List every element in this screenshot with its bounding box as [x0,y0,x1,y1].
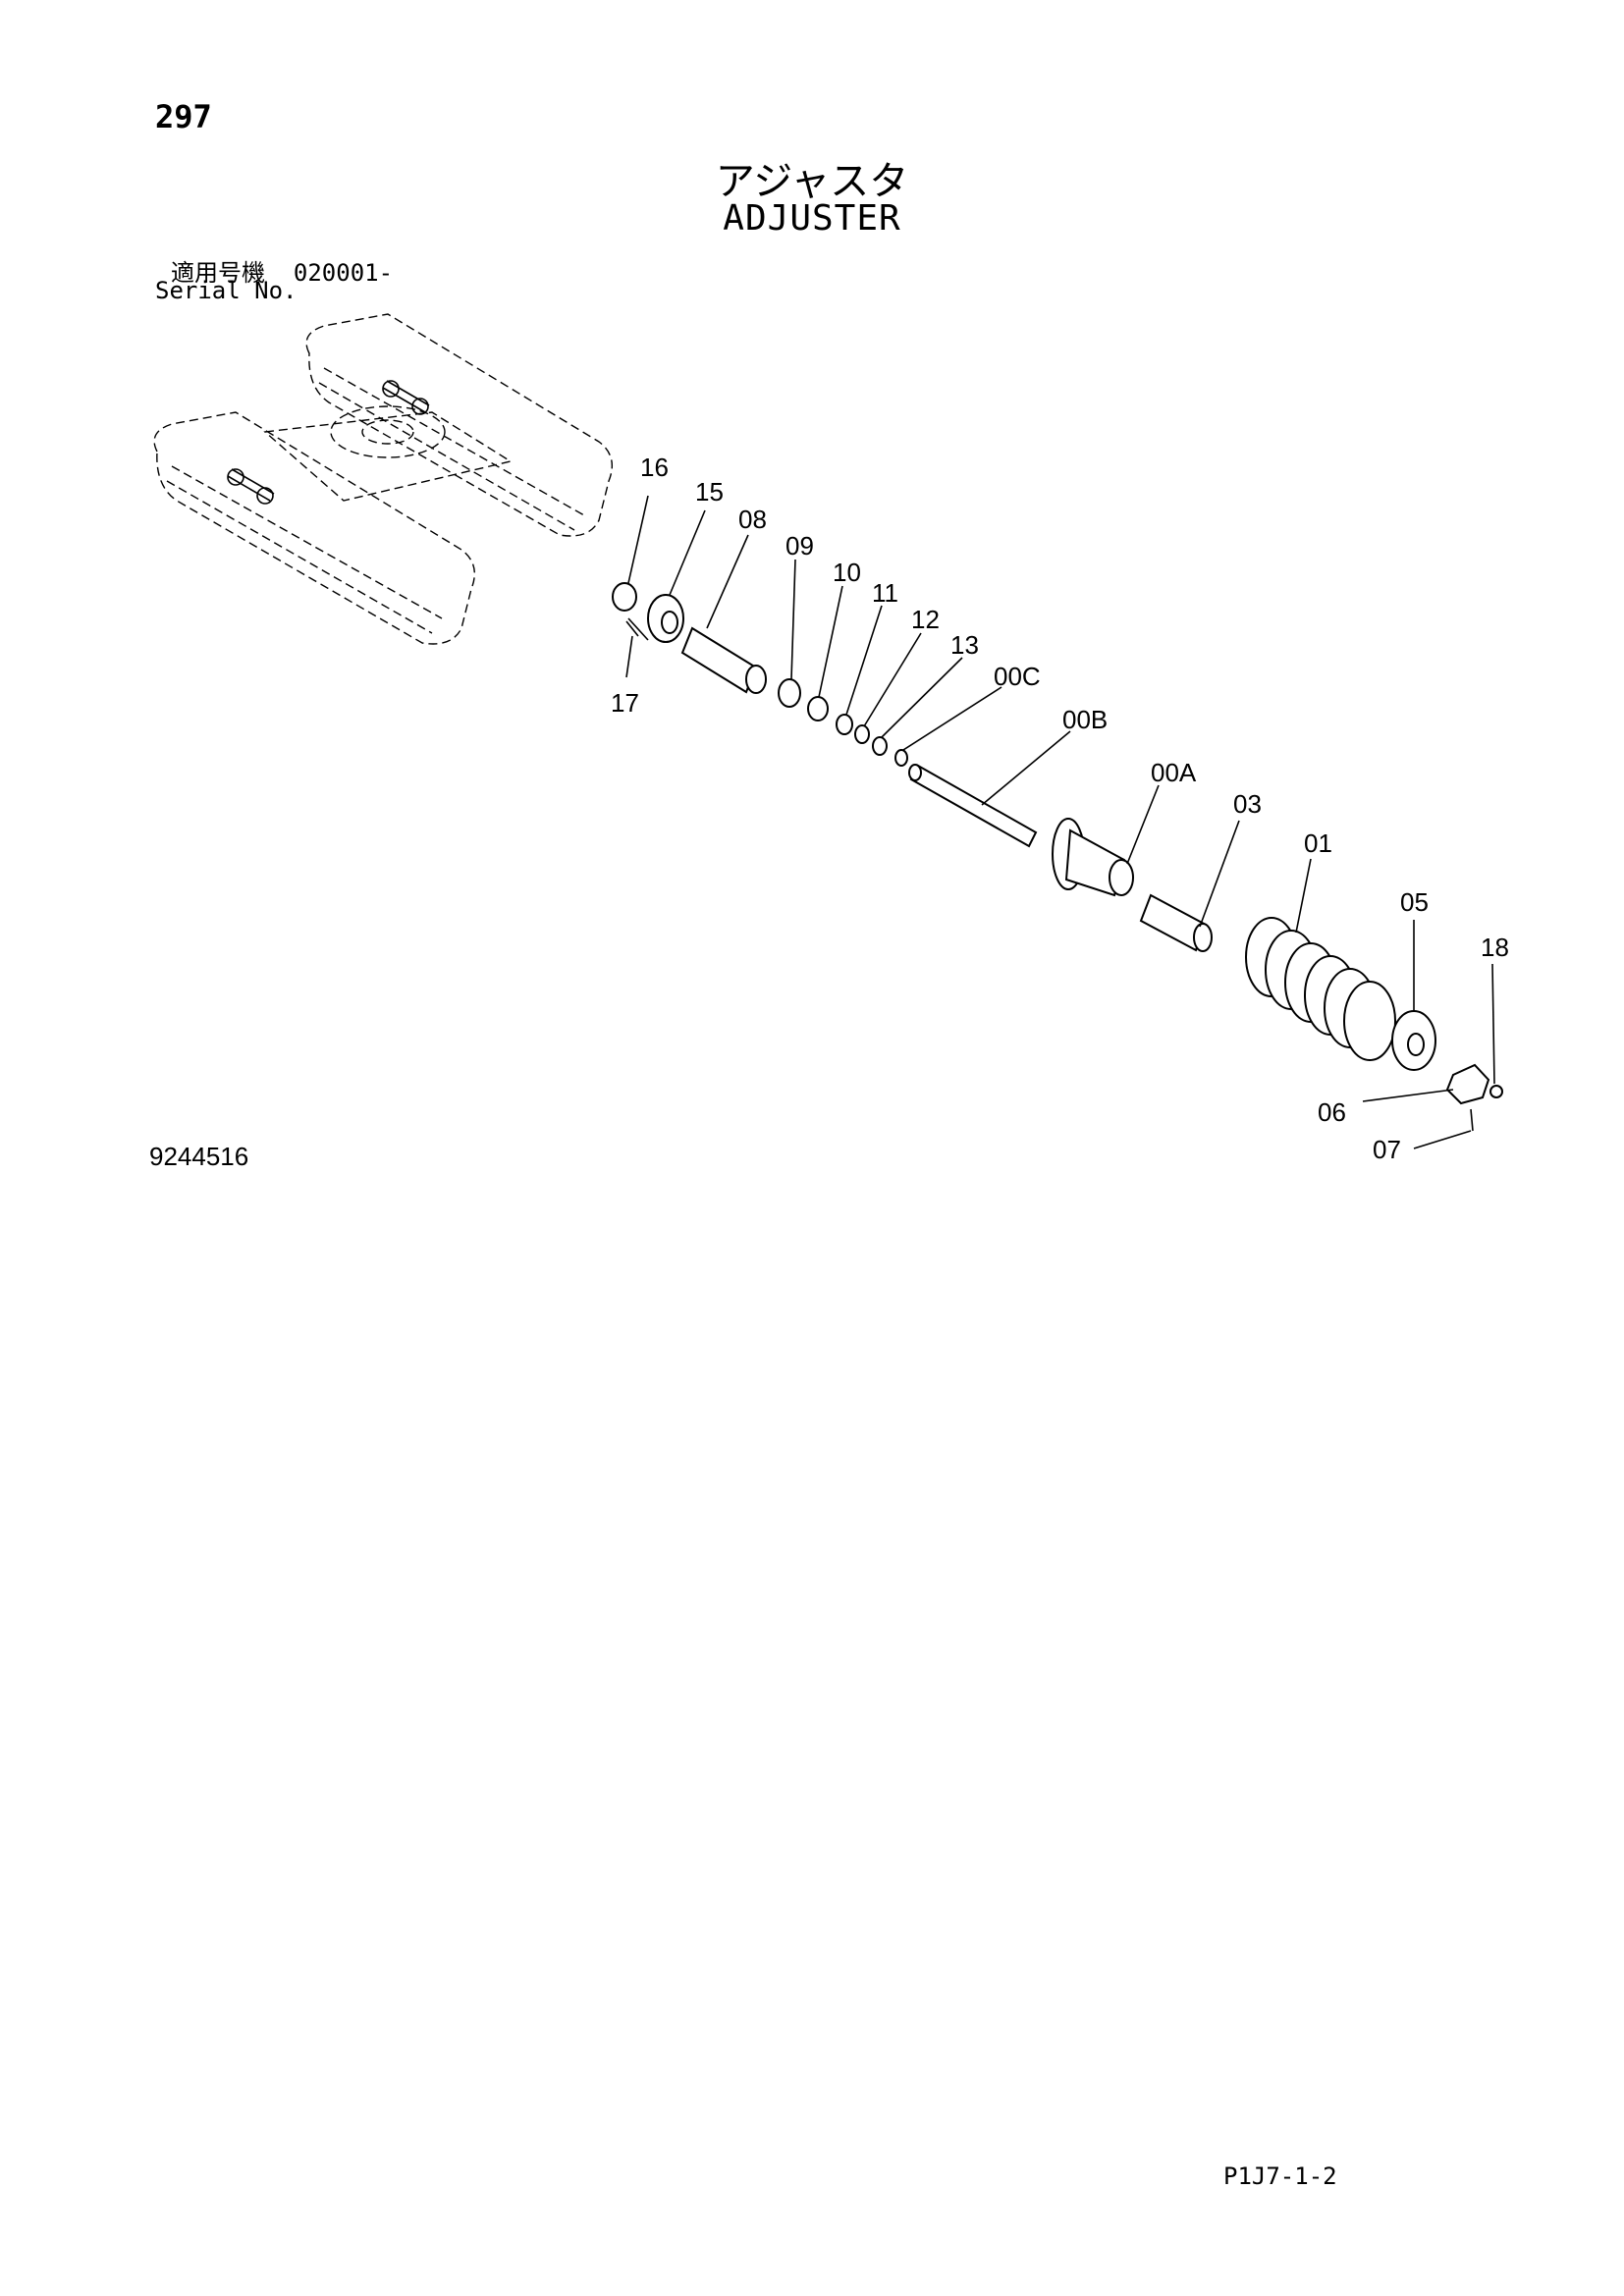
part-06-nut [1445,1063,1490,1105]
part-16-ring [612,582,637,612]
part-11-ring [836,714,853,735]
callout-13: 13 [950,630,979,660]
serial-value: 020001- [293,259,394,287]
callout-15: 15 [695,477,724,507]
title-japanese: アジャスタ [715,159,909,204]
serial-label-english: Serial No. [155,277,298,304]
callout-11: 11 [872,578,898,608]
callout-10: 10 [833,558,861,587]
callout-12: 12 [911,605,940,634]
leader-lines [625,495,1495,1149]
part-13-ring [872,736,888,756]
part-03-bushing [1139,893,1208,952]
callout-08: 08 [738,505,767,534]
callout-00a: 00A [1151,758,1197,787]
callout-labels: 16 15 08 09 10 11 12 13 00C 00B 00A 03 0… [611,453,1509,1164]
part-12-ring [854,724,870,744]
callout-00b: 00B [1062,705,1108,734]
part-17-pin [625,617,649,641]
adjuster-parts [612,582,1503,1132]
callout-17: 17 [611,688,639,718]
part-18-fitting [1489,1085,1503,1098]
callout-03: 03 [1233,789,1262,819]
callout-18: 18 [1481,933,1509,962]
callout-01: 01 [1304,828,1332,858]
callout-00c: 00C [994,662,1041,691]
title-english: ADJUSTER [723,198,901,239]
part-10-ring [807,696,829,721]
callout-05: 05 [1400,887,1429,917]
serial-line-japanese: 適用号機 020001- [171,253,393,288]
undercarriage-sketch [153,313,613,645]
part-00c-ring [894,749,908,767]
part-09-ring [778,678,801,708]
callout-06: 06 [1318,1097,1346,1127]
part-00b-rod [909,764,1038,848]
part-07-pin [1470,1108,1474,1132]
callout-07: 07 [1373,1135,1401,1164]
page-code: P1J7-1-2 [1223,2163,1337,2190]
callout-09: 09 [785,531,814,561]
callout-16: 16 [640,453,669,482]
serial-label-jp: 適用号機 [171,259,265,287]
part-01-spring [1245,917,1396,1061]
drawing-number: 9244516 [149,1142,249,1171]
part-08-cylinder [680,626,758,694]
page-number: 297 [155,98,212,135]
